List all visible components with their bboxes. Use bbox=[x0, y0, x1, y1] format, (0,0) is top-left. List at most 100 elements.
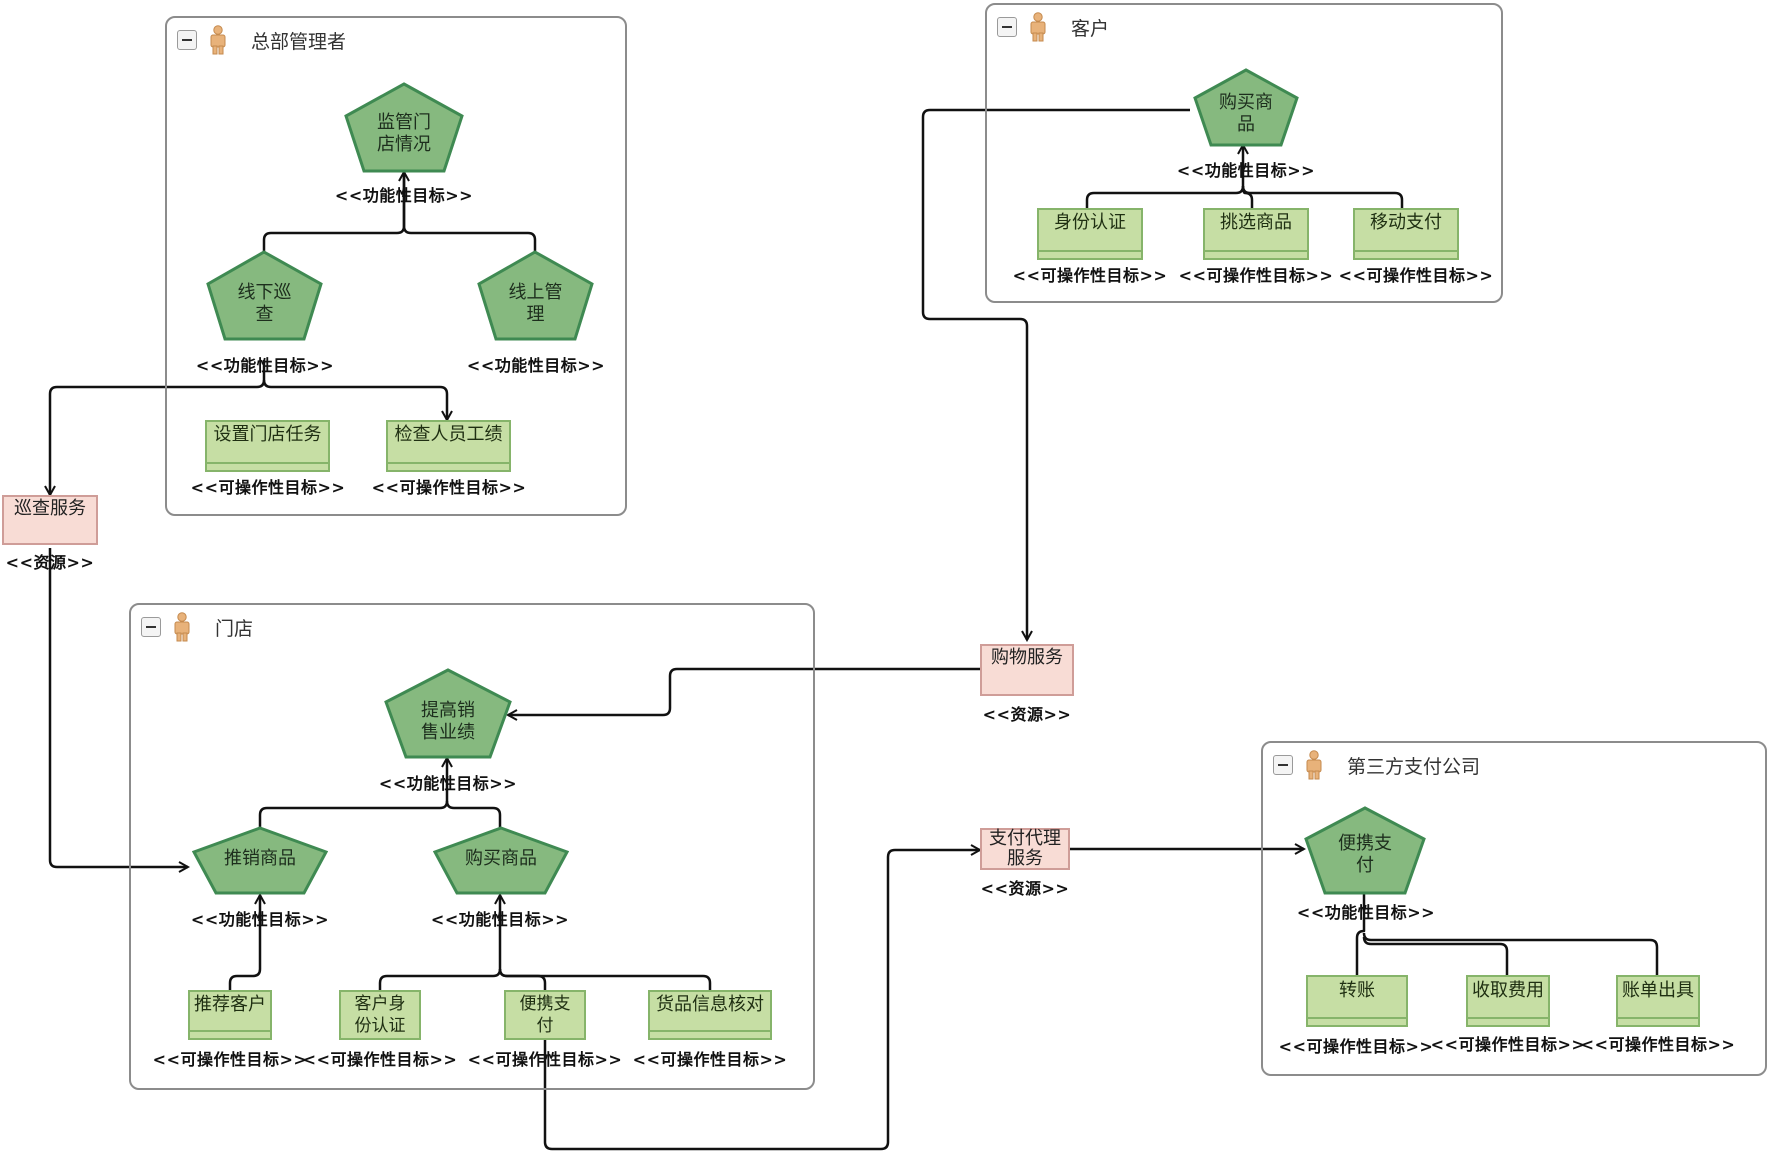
stereotype-label: <<可操作性目标>> bbox=[302, 1050, 458, 1069]
goal-portable-payment[interactable]: 便携支 付 bbox=[1304, 806, 1426, 896]
stereotype-label: <<功能性目标>> bbox=[190, 910, 330, 929]
actor-title: 总部管理者 bbox=[251, 30, 347, 53]
link-patrol-promote bbox=[48, 548, 188, 867]
stereotype-label: <<可操作性目标>> bbox=[1278, 1037, 1434, 1056]
person-icon bbox=[1030, 12, 1046, 42]
collapse-button[interactable] bbox=[141, 617, 161, 637]
goal-online-management[interactable]: 线上管 理 bbox=[477, 250, 594, 342]
stereotype-label: <<可操作性目标>> bbox=[1430, 1035, 1586, 1054]
link-offline-check bbox=[262, 379, 447, 420]
link-recommend-promote bbox=[228, 895, 260, 990]
resource-shopping-service[interactable]: 购物服务 bbox=[980, 644, 1074, 696]
resource-pay-agent-service[interactable]: 支付代理 服务 bbox=[980, 828, 1070, 870]
task-label: 收取费用 bbox=[1472, 980, 1544, 1001]
task-recommend-customer[interactable]: 推荐客户 bbox=[188, 990, 272, 1040]
goal-monitor-store[interactable]: 监管门 店情况 bbox=[344, 82, 464, 174]
task-label: 移动支付 bbox=[1370, 212, 1442, 233]
goal-label-line: 品 bbox=[1237, 114, 1255, 135]
task-customer-identity[interactable]: 客户身 份认证 bbox=[339, 990, 421, 1040]
goal-label-line: 店情况 bbox=[377, 134, 431, 155]
goal-label: 提高销 售业绩 bbox=[384, 700, 512, 744]
task-transfer[interactable]: 转账 bbox=[1306, 975, 1408, 1027]
task-label: 身份认证 bbox=[1054, 212, 1126, 233]
task-identity-auth[interactable]: 身份认证 bbox=[1037, 208, 1143, 260]
task-divider bbox=[388, 462, 509, 464]
actor-title: 第三方支付公司 bbox=[1347, 755, 1481, 778]
task-divider bbox=[1355, 250, 1457, 252]
collapse-button[interactable] bbox=[177, 30, 197, 50]
goal-label-line: 查 bbox=[255, 304, 274, 325]
resource-label-line: 支付代理 bbox=[989, 828, 1061, 849]
task-check-staff[interactable]: 检查人员工绩 bbox=[386, 420, 511, 472]
stereotype-label: <<可操作性目标>> bbox=[1580, 1035, 1736, 1054]
task-divider bbox=[1205, 250, 1307, 252]
actor-title: 客户 bbox=[1071, 17, 1110, 40]
task-portable-pay[interactable]: 便携支 付 bbox=[504, 990, 586, 1040]
stereotype-label: <<功能性目标>> bbox=[430, 910, 570, 929]
pentagon-shape bbox=[477, 250, 594, 341]
stereotype-label: <<功能性目标>> bbox=[378, 774, 518, 793]
goal-offline-inspection[interactable]: 线下巡 查 bbox=[206, 250, 323, 342]
task-goods-info-check[interactable]: 货品信息核对 bbox=[648, 990, 772, 1040]
task-label: 转账 bbox=[1339, 980, 1375, 1001]
goal-increase-sales[interactable]: 提高销 售业绩 bbox=[384, 668, 512, 760]
person-icon bbox=[1306, 750, 1322, 780]
collapse-button[interactable] bbox=[997, 17, 1017, 37]
link-portable-agent bbox=[543, 850, 980, 1151]
collapse-button[interactable] bbox=[1273, 755, 1293, 775]
task-label: 客户身 份认证 bbox=[341, 993, 419, 1037]
actor-boundary-hq: 总部管理者 bbox=[165, 16, 627, 516]
task-select-goods[interactable]: 挑选商品 bbox=[1203, 208, 1309, 260]
stereotype-label: <<可操作性目标>> bbox=[467, 1050, 623, 1069]
pentagon-shape bbox=[433, 826, 569, 895]
task-divider bbox=[207, 462, 328, 464]
stereotype-label: <<功能性目标>> bbox=[466, 356, 606, 375]
resource-patrol-service[interactable]: 巡查服务 bbox=[2, 495, 98, 545]
resource-label: 支付代理 服务 bbox=[982, 829, 1068, 869]
task-divider bbox=[1308, 1017, 1406, 1019]
goal-label: 推销商品 bbox=[192, 848, 328, 870]
goal-label: 监管门 店情况 bbox=[344, 112, 464, 156]
link-mobile-buy bbox=[1241, 185, 1404, 208]
task-divider bbox=[1039, 250, 1141, 252]
goal-label-line: 推销商品 bbox=[224, 848, 296, 869]
goal-buy-goods-customer[interactable]: 购买商 品 bbox=[1193, 68, 1299, 148]
link-buys-sales bbox=[445, 800, 502, 830]
goal-buy-goods-store[interactable]: 购买商品 bbox=[433, 826, 569, 896]
resource-label: 购物服务 bbox=[991, 647, 1063, 668]
task-label-line: 便携支 bbox=[519, 994, 571, 1014]
actor-header: 门店 bbox=[141, 612, 254, 642]
goal-label-line: 购买商 bbox=[1219, 92, 1273, 113]
task-issue-bill[interactable]: 账单出具 bbox=[1616, 975, 1700, 1027]
goal-label-line: 理 bbox=[526, 304, 545, 325]
stereotype-label: <<可操作性目标>> bbox=[1012, 266, 1168, 285]
stereotype-label: <<资源>> bbox=[982, 705, 1072, 724]
resource-label: 巡查服务 bbox=[14, 498, 86, 519]
goal-label: 线上管 理 bbox=[477, 282, 594, 326]
goal-label-line: 线上管 bbox=[508, 282, 563, 303]
goal-label: 购买商 品 bbox=[1193, 92, 1299, 136]
link-buy-shopping bbox=[921, 108, 1190, 640]
task-mobile-payment[interactable]: 移动支付 bbox=[1353, 208, 1459, 260]
task-set-store-task[interactable]: 设置门店任务 bbox=[205, 420, 330, 472]
actor-title: 门店 bbox=[215, 617, 254, 640]
task-divider bbox=[1468, 1017, 1548, 1019]
stereotype-label: <<资源>> bbox=[980, 879, 1070, 898]
task-label-line: 付 bbox=[536, 1016, 554, 1036]
stereotype-label: <<可操作性目标>> bbox=[152, 1050, 308, 1069]
link-shopping-sales bbox=[508, 667, 980, 715]
task-label: 账单出具 bbox=[1622, 980, 1694, 1001]
stereotype-label: <<资源>> bbox=[5, 553, 95, 572]
goal-label-line: 付 bbox=[1356, 855, 1374, 876]
goal-label: 便携支 付 bbox=[1304, 833, 1426, 877]
stereotype-label: <<可操作性目标>> bbox=[1178, 266, 1334, 285]
task-label-line: 份认证 bbox=[354, 1016, 406, 1036]
stereotype-label: <<功能性目标>> bbox=[195, 356, 335, 375]
stereotype-label: <<功能性目标>> bbox=[334, 186, 474, 205]
goal-label-line: 线下巡 bbox=[237, 282, 292, 303]
actor-header: 总部管理者 bbox=[177, 25, 347, 55]
task-collect-fee[interactable]: 收取费用 bbox=[1466, 975, 1550, 1027]
goal-promote-goods[interactable]: 推销商品 bbox=[192, 826, 328, 896]
task-label: 检查人员工绩 bbox=[394, 424, 503, 445]
